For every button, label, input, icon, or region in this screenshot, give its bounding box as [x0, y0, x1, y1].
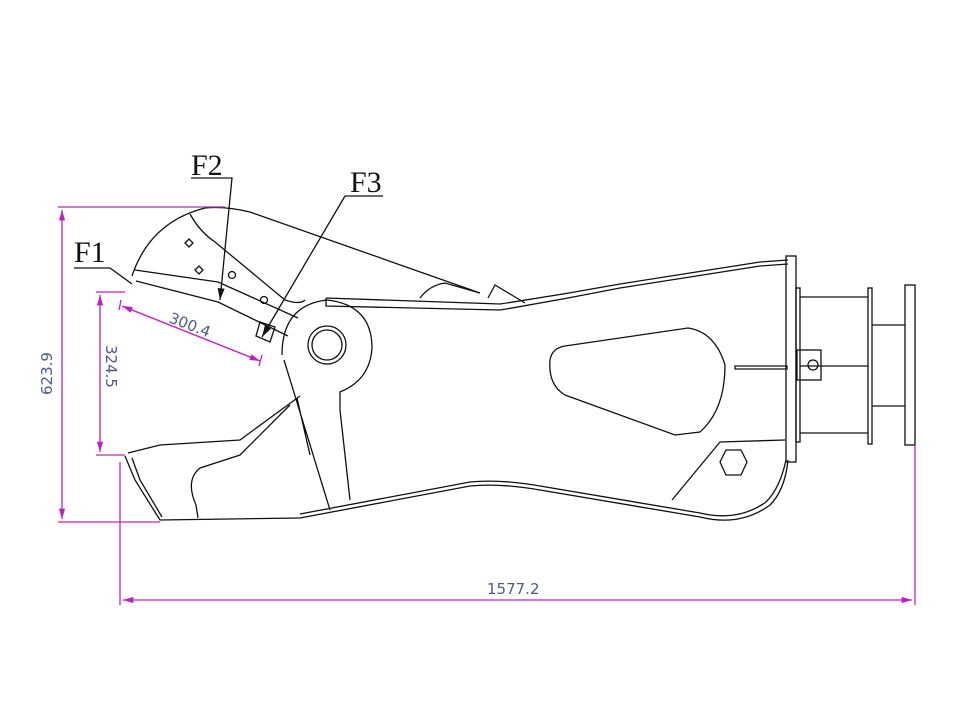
coupler [785, 255, 916, 463]
dim-623-9: 623.9 [38, 352, 56, 395]
label-f2: F2 [191, 149, 223, 182]
pivot-pin [281, 299, 373, 511]
mount-hole [719, 449, 748, 476]
lower-jaw [124, 395, 301, 521]
dim-324-5: 324.5 [102, 345, 120, 388]
label-f1: F1 [74, 236, 106, 269]
dim-300-4: 300.4 [167, 309, 214, 341]
label-f3: F3 [350, 166, 382, 199]
upper-jaw [131, 206, 526, 343]
dim-1577-2: 1577.2 [487, 580, 540, 598]
lightening-cutout [549, 327, 726, 436]
main-body [299, 259, 789, 521]
force-labels: F1 F2 F3 [74, 149, 383, 337]
dimensions: 623.9 324.5 300.4 1577.2 [38, 206, 916, 605]
